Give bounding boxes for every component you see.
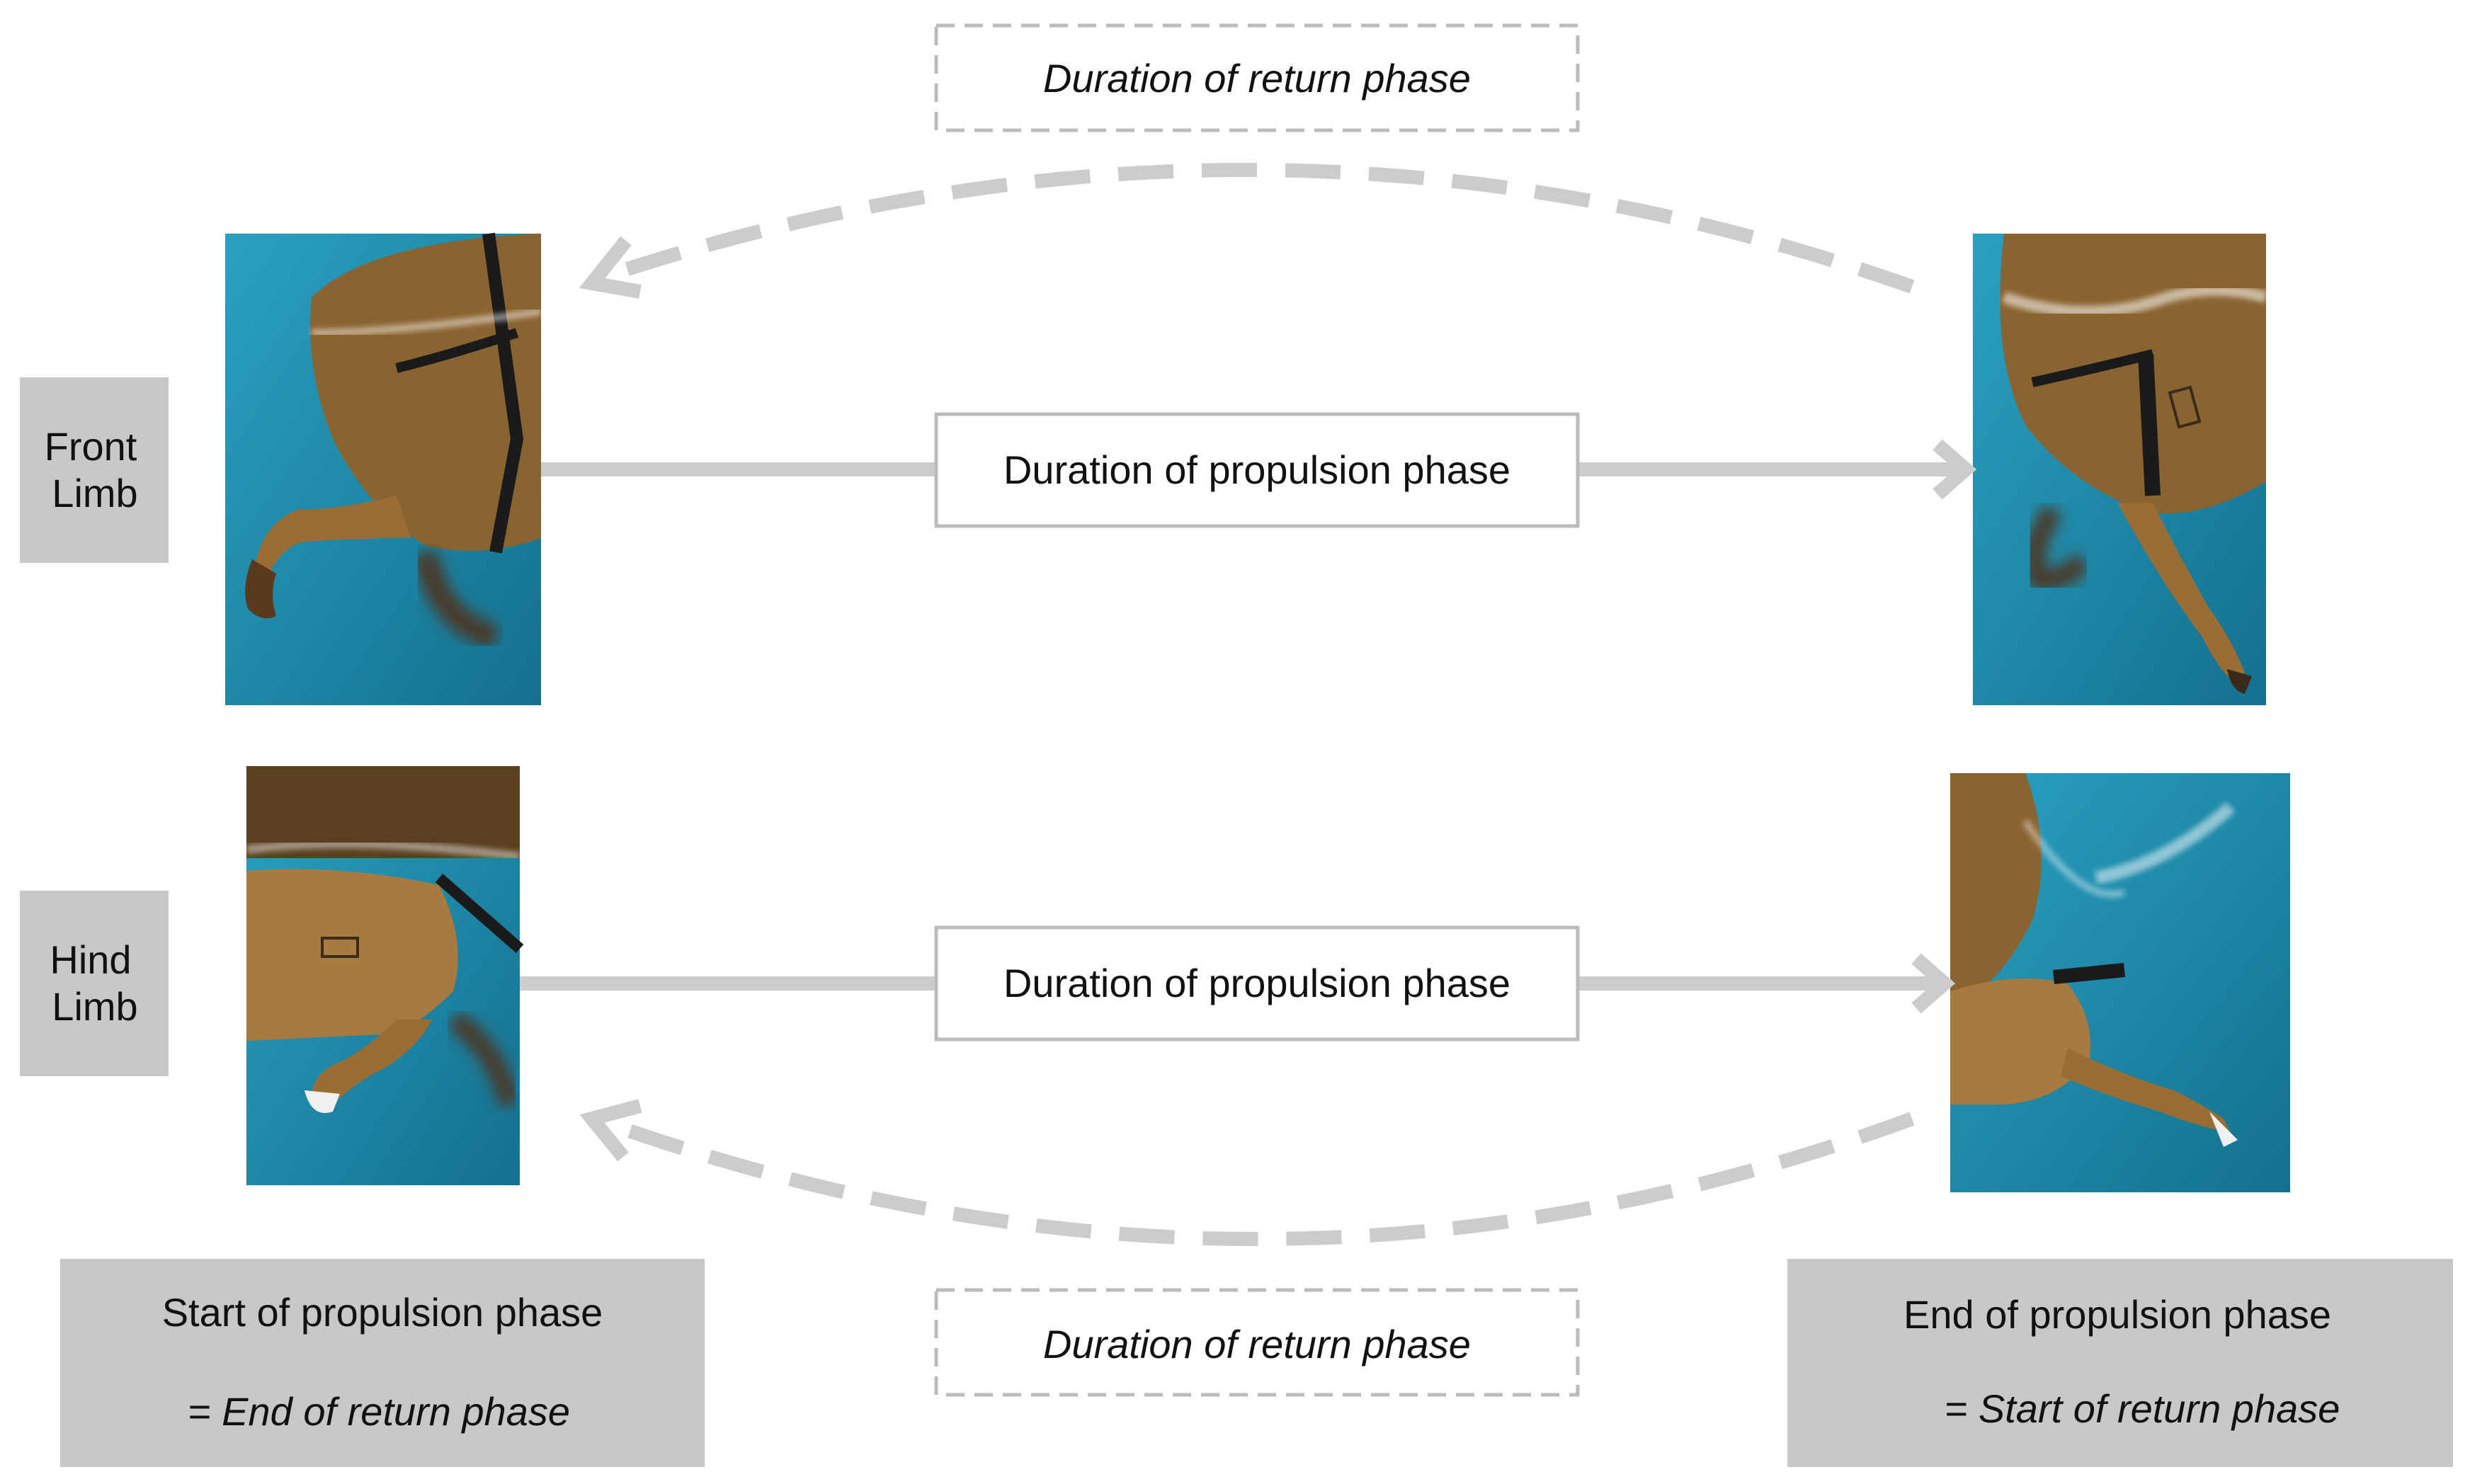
end-caption-line2: = Start of return phase [1945,1386,2340,1431]
end-caption: End of propulsion phase = Start of retur… [1787,1259,2453,1467]
start-caption-line1: Start of propulsion phase [162,1290,603,1335]
hind-limb-label: Hind Limb [20,891,169,1076]
hind-propulsion-phase-box: Duration of propulsion phase [934,925,1580,1041]
front-propulsion-phase-label: Duration of propulsion phase [1003,447,1510,492]
start-caption: Start of propulsion phase = End of retur… [60,1259,705,1467]
front-propulsion-arrow [541,439,1977,500]
front-limb-label-line1: Front [45,424,137,469]
hind-return-phase-box: Duration of return phase [934,1288,1580,1397]
end-caption-line1: End of propulsion phase [1903,1292,2331,1337]
front-return-phase-label: Duration of return phase [1043,56,1471,101]
hind-return-arrow [579,1099,1915,1246]
front-limb-end-photo [1973,234,2268,705]
hind-return-phase-label: Duration of return phase [1043,1322,1471,1366]
hind-limb-start-photo [246,766,524,1185]
front-limb-label-line2: Limb [52,471,137,515]
hind-limb-end-photo [1950,773,2290,1192]
front-propulsion-phase-box: Duration of propulsion phase [934,412,1580,528]
start-caption-line2: = End of return phase [188,1389,570,1434]
hind-propulsion-phase-label: Duration of propulsion phase [1003,961,1510,1005]
front-limb-start-photo [225,232,542,705]
front-limb-label: Front Limb [20,377,169,563]
front-return-phase-box: Duration of return phase [934,23,1580,132]
hind-limb-label-line2: Limb [52,984,137,1029]
front-return-arrow [579,163,1915,299]
hind-propulsion-arrow [520,953,1956,1014]
hind-limb-label-line1: Hind [50,937,131,982]
